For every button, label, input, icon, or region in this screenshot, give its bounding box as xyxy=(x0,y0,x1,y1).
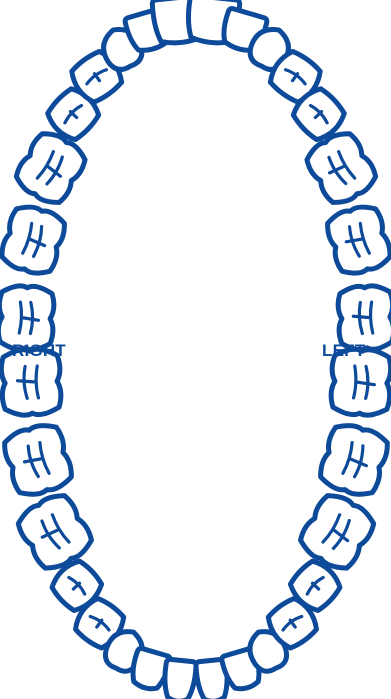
upper-arch xyxy=(0,0,391,350)
left-side-label: LEFT xyxy=(322,341,365,361)
upper-tooth-15-molar xyxy=(324,202,391,278)
right-side-label: RIGHT xyxy=(12,341,66,361)
lower-tooth-8-central-incisor xyxy=(162,659,196,699)
lower-arch xyxy=(1,348,391,699)
lower-tooth-15-molar xyxy=(317,420,391,499)
upper-tooth-2-molar xyxy=(0,202,68,278)
lower-tooth-2-molar xyxy=(1,420,76,499)
